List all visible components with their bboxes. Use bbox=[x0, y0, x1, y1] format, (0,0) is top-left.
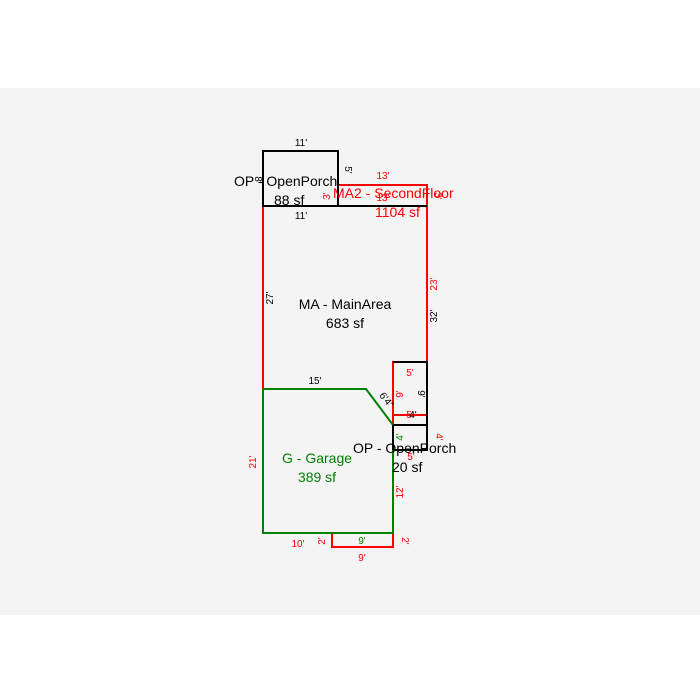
dim-notch-height-red: 9' bbox=[395, 390, 406, 398]
bottom-margin bbox=[0, 615, 700, 700]
second-floor-name: MA2 - SecondFloor bbox=[333, 185, 454, 201]
dim-garage-left-height: 21' bbox=[248, 455, 259, 468]
open-porch-bottom-name: OP - OpenPorch bbox=[353, 440, 456, 456]
dim-op-bottom-left: 4' bbox=[395, 433, 406, 441]
dim-op-top-width-bottom: 11' bbox=[295, 211, 307, 222]
dim-sf-width-top: 13' bbox=[376, 171, 389, 182]
dim-notch-mid-black: 4' bbox=[409, 410, 417, 421]
dim-garage-top-width: 15' bbox=[308, 376, 321, 387]
top-margin bbox=[0, 0, 700, 88]
second-floor-size: 1104 sf bbox=[375, 204, 420, 220]
garage-name: G - Garage bbox=[282, 450, 352, 466]
open-porch-top-name: OP - OpenPorch bbox=[234, 173, 337, 189]
garage-outline bbox=[262, 388, 394, 534]
dim-notch-height-black: 9' bbox=[415, 390, 426, 398]
dim-ext-bottom-width: 9' bbox=[358, 553, 366, 564]
open-porch-bottom-size: 20 sf bbox=[392, 459, 422, 475]
dim-garage-right-height: 12' bbox=[395, 485, 406, 498]
sketch-canvas bbox=[0, 88, 700, 615]
main-area-size: 683 sf bbox=[326, 315, 364, 331]
dim-ma-right-black: 32' bbox=[429, 309, 440, 322]
dim-garage-bottom-inner: 9' bbox=[358, 536, 366, 547]
dim-sf-left-short: 3' bbox=[322, 192, 333, 200]
dim-sf-right-short: 3' bbox=[432, 192, 443, 200]
dim-notch-top-width: 5' bbox=[406, 368, 414, 379]
dim-ext-right-height: 2' bbox=[399, 537, 410, 545]
notch-black-outline bbox=[393, 361, 428, 451]
open-porch-top-size: 88 sf bbox=[274, 192, 304, 208]
dim-ext-left-height: 2' bbox=[317, 537, 328, 545]
dim-garage-bottom-left: 10' bbox=[291, 539, 304, 550]
dim-ma-left-height: 27' bbox=[265, 291, 276, 304]
dim-op-bottom-below: 5' bbox=[407, 452, 415, 463]
dim-notch-mid-red: 5' bbox=[406, 410, 414, 421]
dim-ma-right-upper: 23' bbox=[429, 277, 440, 290]
main-area-name: MA - MainArea bbox=[299, 296, 392, 312]
dim-op-top-height-left: 8' bbox=[252, 176, 263, 184]
dim-op-top-height-right: 5' bbox=[342, 166, 353, 174]
dim-op-bottom-right: 4' bbox=[433, 433, 444, 441]
dim-sf-inner-width: 13' bbox=[376, 193, 389, 204]
garage-size: 389 sf bbox=[298, 469, 336, 485]
dim-op-top-width-top: 11' bbox=[295, 138, 307, 149]
garage-extension-outline bbox=[331, 533, 394, 548]
